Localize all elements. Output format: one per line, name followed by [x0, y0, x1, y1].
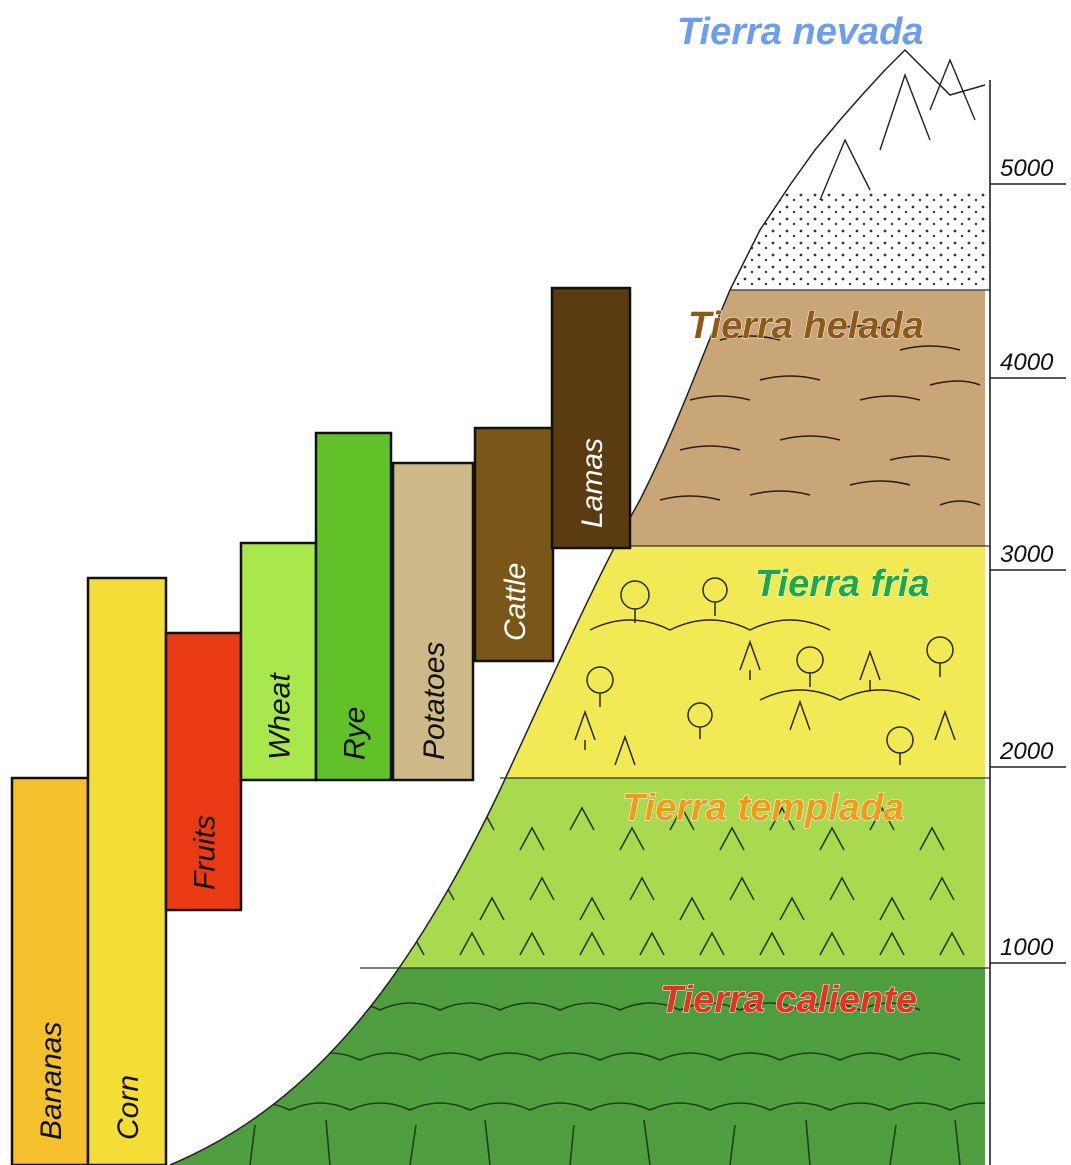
zone-boundaries — [360, 289, 990, 969]
crop-label-bananas: Bananas — [35, 1022, 68, 1140]
tundra-texture — [659, 325, 981, 506]
crop-label-fruits: Fruits — [189, 815, 222, 890]
crop-label-lamas: Lamas — [576, 438, 609, 528]
peak-sketch — [819, 58, 976, 201]
crop-bar-lamas — [550, 286, 632, 550]
sparse-trees-texture — [574, 577, 956, 766]
crop-bar-potatoes — [391, 461, 475, 782]
tick-label-3000: 3000 — [1000, 541, 1054, 568]
crop-label-wheat: Wheat — [264, 672, 297, 760]
altitude-tick-labels: 5000 4000 3000 2000 1000 — [999, 155, 1054, 961]
tick-label-2000: 2000 — [999, 738, 1054, 765]
zone-titles: Tierra nevada Tierra helada Tierra fria … — [622, 11, 931, 1022]
tick-label-1000: 1000 — [1000, 934, 1054, 961]
tick-label-4000: 4000 — [1000, 349, 1054, 376]
crop-label-potatoes: Potatoes — [418, 642, 451, 760]
zone-title-templada: Tierra templada — [622, 787, 904, 829]
crop-bar-wheat — [239, 541, 318, 782]
crop-bar-rye — [314, 431, 393, 782]
altitude-tick-lines — [990, 183, 1066, 964]
zone-title-nevada: Tierra nevada — [677, 11, 923, 53]
crop-label-rye: Rye — [339, 707, 372, 760]
mountain-outline — [169, 48, 986, 1165]
crop-label-cattle: Cattle — [499, 563, 532, 641]
zone-title-fria: Tierra fria — [755, 563, 930, 605]
crop-bars: Bananas Corn Fruits Wheat Rye Potatoes Cattle L… — [10, 286, 632, 1165]
crop-label-corn: Corn — [112, 1075, 145, 1140]
tick-label-5000: 5000 — [1000, 155, 1054, 182]
zone-title-caliente: Tierra caliente — [660, 979, 917, 1021]
zone-title-helada: Tierra helada — [688, 305, 924, 347]
crop-bar-corn — [86, 576, 168, 1165]
